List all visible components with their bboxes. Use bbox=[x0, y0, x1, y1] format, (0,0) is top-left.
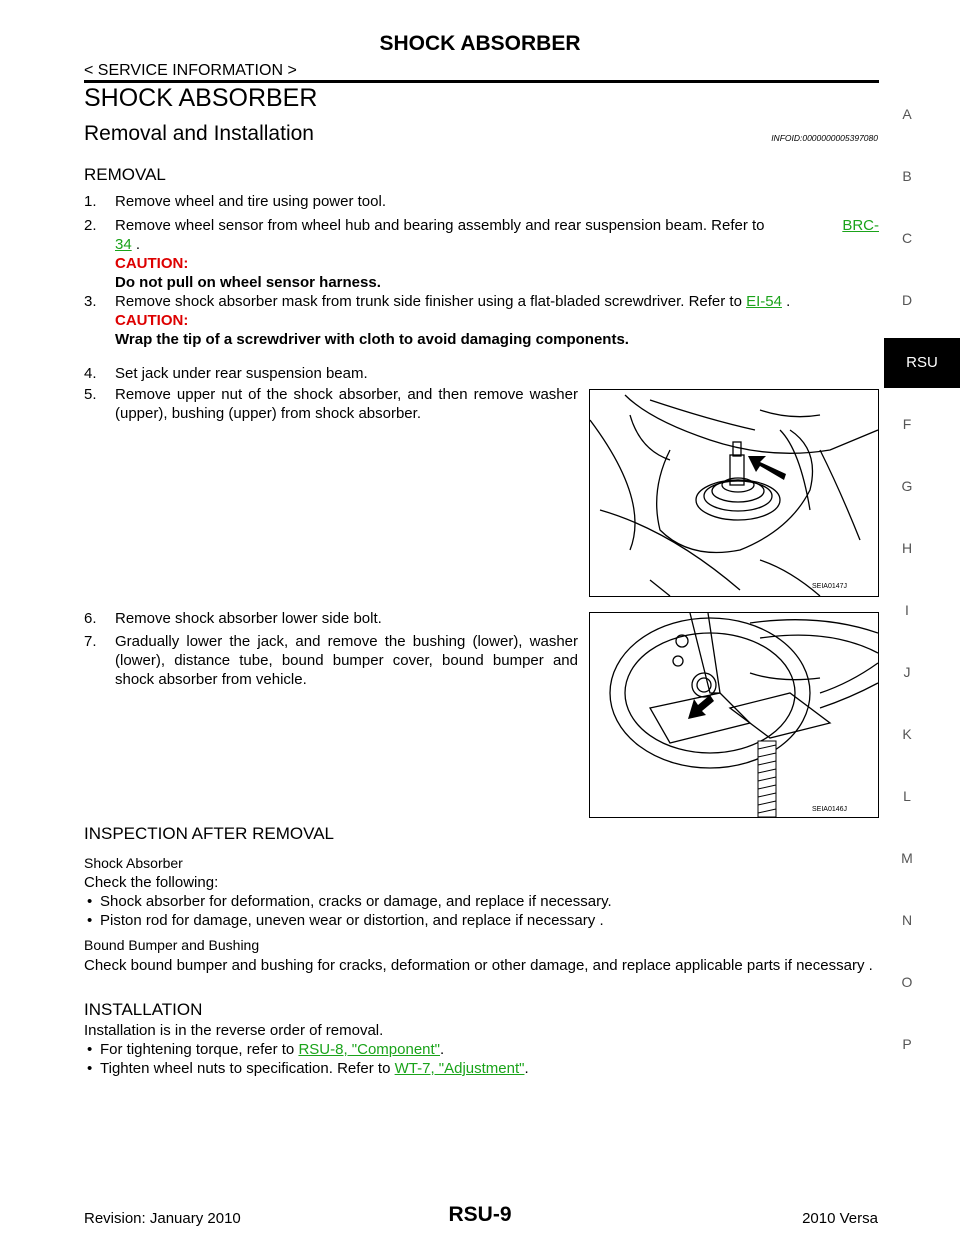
step-4: 4. Set jack under rear suspension beam. bbox=[84, 365, 368, 382]
installation-heading: INSTALLATION bbox=[84, 1000, 203, 1019]
shock-absorber-subheading: Shock Absorber bbox=[84, 855, 183, 871]
step-1: 1. Remove wheel and tire using power too… bbox=[84, 193, 386, 210]
index-letter-k[interactable]: K bbox=[902, 726, 912, 742]
bound-bumper-check: Check bound bumper and bushing for crack… bbox=[84, 957, 873, 974]
caution-text: Do not pull on wheel sensor harness. bbox=[115, 274, 381, 291]
bound-bumper-subheading: Bound Bumper and Bushing bbox=[84, 937, 260, 953]
link-rsu-8-component[interactable]: RSU-8, "Component" bbox=[298, 1041, 440, 1058]
removal-heading: REMOVAL bbox=[84, 165, 166, 184]
installation-body: Installation is in the reverse order of … bbox=[84, 1021, 879, 1078]
service-info-label: < SERVICE INFORMATION > bbox=[84, 62, 297, 79]
bullet-icon: • bbox=[87, 912, 93, 929]
footer-revision: Revision: January 2010 bbox=[84, 1210, 241, 1227]
index-letter-g[interactable]: G bbox=[901, 478, 913, 494]
step-3: 3. Remove shock absorber mask from trunk… bbox=[84, 293, 791, 348]
index-letter-h[interactable]: H bbox=[901, 540, 913, 556]
caution-text: Wrap the tip of a screwdriver with cloth… bbox=[115, 331, 629, 348]
list-item: • Tighten wheel nuts to specification. R… bbox=[87, 1060, 529, 1077]
index-letter-m[interactable]: M bbox=[901, 850, 913, 866]
index-letter-f[interactable]: F bbox=[902, 416, 912, 432]
shock-absorber-check: Check the following: • Shock absorber fo… bbox=[84, 873, 879, 930]
link-brc[interactable]: BRC- bbox=[842, 217, 879, 234]
bullet-icon: • bbox=[87, 1041, 93, 1058]
caution-label: CAUTION: bbox=[115, 255, 189, 272]
figure-upper-nut: SEIA0147J bbox=[589, 389, 879, 597]
page-header-title: SHOCK ABSORBER bbox=[379, 32, 581, 55]
link-ei-54[interactable]: EI-54 bbox=[746, 293, 782, 310]
step-6: 6. Remove shock absorber lower side bolt… bbox=[84, 610, 382, 627]
index-letter-o[interactable]: O bbox=[901, 974, 913, 990]
index-letter-p[interactable]: P bbox=[902, 1036, 912, 1052]
figure-id: SEIA0147J bbox=[812, 583, 847, 590]
section-title: SHOCK ABSORBER bbox=[84, 84, 318, 112]
index-letter-b[interactable]: B bbox=[902, 168, 912, 184]
index-tab-rsu[interactable]: RSU bbox=[884, 338, 960, 388]
sub-title: Removal and Installation bbox=[84, 122, 314, 145]
footer-page-number: RSU-9 bbox=[448, 1203, 512, 1226]
list-item: • For tightening torque, refer to RSU-8,… bbox=[87, 1041, 445, 1058]
index-letter-a[interactable]: A bbox=[902, 106, 912, 122]
index-letter-l[interactable]: L bbox=[903, 788, 911, 804]
index-letter-d[interactable]: D bbox=[901, 292, 913, 308]
index-letter-n[interactable]: N bbox=[901, 912, 913, 928]
caution-label: CAUTION: bbox=[115, 312, 189, 329]
list-item: • Shock absorber for deformation, cracks… bbox=[87, 893, 612, 910]
index-letter-j[interactable]: J bbox=[903, 664, 911, 680]
index-letter-c[interactable]: C bbox=[901, 230, 913, 246]
inspection-heading: INSPECTION AFTER REMOVAL bbox=[84, 824, 335, 843]
bullet-icon: • bbox=[87, 893, 93, 910]
index-letter-i[interactable]: I bbox=[905, 602, 909, 618]
step-2: 2. Remove wheel sensor from wheel hub an… bbox=[84, 217, 879, 291]
arrow-icon bbox=[688, 695, 714, 719]
footer-model: 2010 Versa bbox=[802, 1210, 878, 1227]
link-brc-34[interactable]: 34 bbox=[115, 236, 132, 253]
arrow-icon bbox=[748, 456, 786, 480]
step-5: 5. Remove upper nut of the shock absorbe… bbox=[84, 386, 578, 422]
figure-lower-bolt: SEIA0146J bbox=[589, 612, 879, 818]
figure-id: SEIA0146J bbox=[812, 806, 847, 813]
shock-absorber-upper-illustration: SEIA0147J bbox=[590, 394, 878, 596]
info-id: INFOID:0000000005397080 bbox=[771, 133, 878, 143]
bullet-icon: • bbox=[87, 1060, 93, 1077]
link-wt-7-adjustment[interactable]: WT-7, "Adjustment" bbox=[394, 1060, 525, 1077]
step-7: 7. Gradually lower the jack, and remove … bbox=[84, 633, 578, 688]
list-item: • Piston rod for damage, uneven wear or … bbox=[87, 912, 604, 929]
shock-absorber-lower-illustration: SEIA0146J bbox=[609, 613, 878, 817]
header-divider bbox=[84, 80, 879, 83]
